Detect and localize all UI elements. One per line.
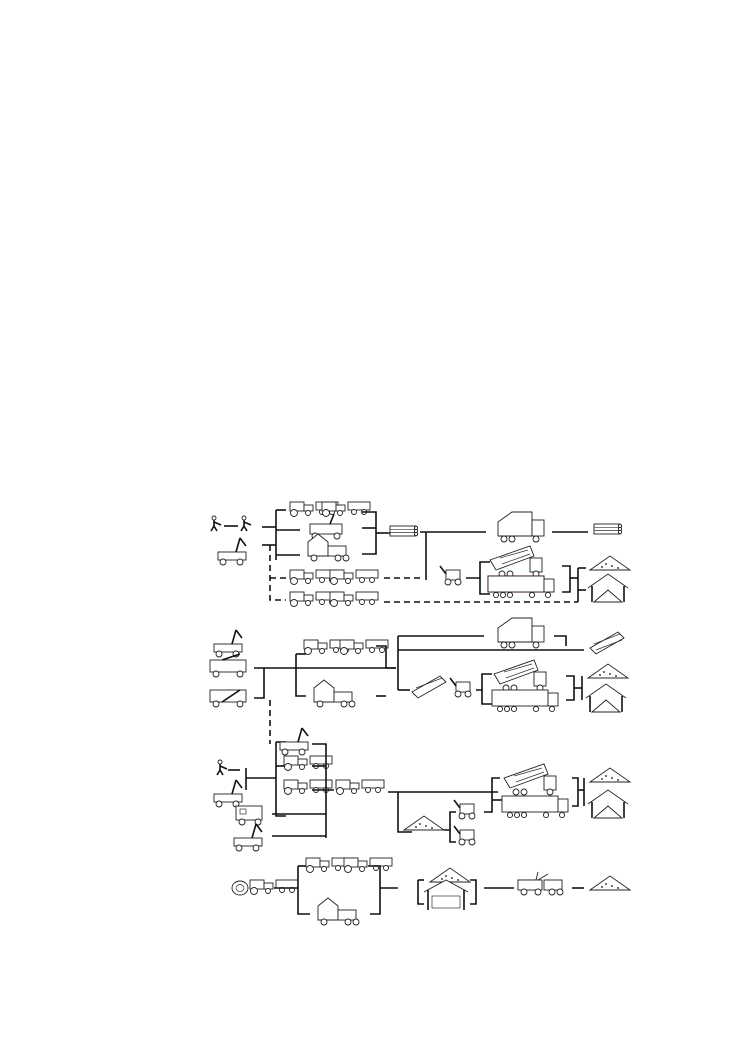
dump-truck-icon: [493, 659, 547, 692]
harvester-icon: [213, 779, 243, 808]
chipper-truck-icon: [313, 679, 356, 708]
bale-icon: [231, 880, 249, 896]
dump-truck-icon: [503, 763, 557, 796]
loader-icon: [453, 825, 476, 846]
truck-icon: [497, 617, 545, 649]
chip-pile-icon: [589, 767, 631, 783]
storage-shed-icon: [587, 573, 629, 603]
loader-icon: [453, 799, 476, 820]
person-walking-icon: [240, 515, 252, 532]
tractor-trailer-icon: [283, 755, 333, 771]
chipper-truck-icon: [307, 533, 350, 562]
storage-shed-icon: [423, 867, 471, 910]
chip-pile-icon: [589, 875, 631, 891]
loader-icon: [449, 677, 472, 698]
semi-truck-icon: [501, 795, 569, 819]
storage-shed-icon: [585, 683, 627, 713]
tractor-trailer-icon: [335, 779, 385, 795]
chipper-truck-icon: [235, 805, 263, 826]
chipper-truck-icon: [209, 689, 247, 708]
log-pile-icon: [389, 525, 419, 537]
loader-icon: [439, 565, 462, 586]
chain-row-logs: [210, 501, 631, 607]
tractor-trailer-icon: [283, 779, 333, 795]
log-pile-icon: [411, 675, 447, 699]
log-pile-icon: [589, 631, 625, 655]
chip-pile-icon: [589, 555, 631, 571]
harvester-icon: [233, 823, 263, 852]
semi-truck-icon: [491, 689, 559, 713]
tractor-trailer-icon: [329, 569, 379, 585]
person-walking-icon: [216, 759, 228, 776]
chip-pile-icon: [403, 815, 445, 831]
dump-truck-icon: [489, 545, 543, 578]
tractor-trailer-icon: [321, 501, 371, 517]
person-walking-icon: [210, 515, 222, 532]
chipper-truck-icon: [517, 871, 564, 896]
chain-row-bales: [231, 857, 631, 926]
tractor-trailer-icon: [329, 591, 379, 607]
harvester-icon: [217, 537, 247, 566]
chipper-truck-icon: [209, 653, 247, 678]
log-pile-icon: [593, 523, 623, 535]
forwarder-icon: [309, 513, 343, 540]
truck-icon: [497, 511, 545, 543]
semi-truck-icon: [487, 575, 555, 599]
harvester-icon: [213, 629, 243, 658]
storage-shed-icon: [587, 789, 629, 819]
tractor-trailer-icon: [339, 639, 389, 655]
chipper-truck-icon: [317, 897, 360, 926]
chip-pile-icon: [587, 663, 629, 679]
chain-row-chips: [213, 727, 631, 852]
chain-row-residues: [209, 617, 629, 744]
